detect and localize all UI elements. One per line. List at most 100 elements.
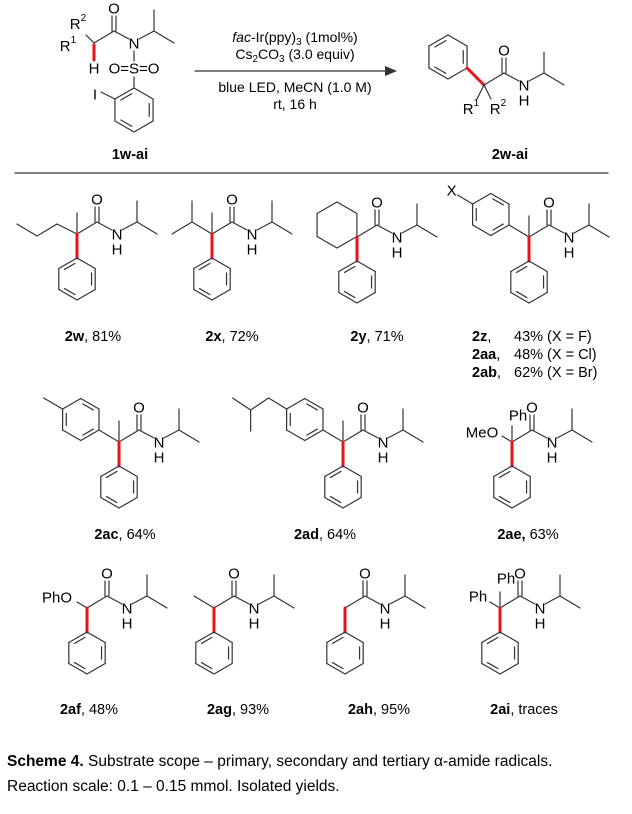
isopropyl-methyl (273, 595, 295, 609)
ring-bond (481, 631, 501, 644)
compound-id: 2aa (472, 347, 497, 363)
subscript: 2 (252, 54, 258, 65)
oxygen-label: O (543, 195, 555, 212)
ring-bond (338, 291, 358, 304)
compound-id: 2w (65, 329, 85, 345)
compound-label: 2ai, traces (490, 702, 558, 718)
isopropyl-methyl (559, 595, 581, 609)
ring-bond (286, 397, 306, 410)
ring-bond (342, 496, 362, 509)
bond-alpha-carbonyl (356, 224, 378, 238)
compound-label: 2w, 81% (65, 329, 122, 345)
ring-double-bond (486, 636, 499, 645)
ring-bond (211, 288, 231, 301)
bond-carbonyl-n (231, 221, 248, 231)
isopropyl-methyl (271, 221, 293, 235)
bond-n-ch (121, 221, 138, 231)
ring-bond (510, 291, 530, 304)
bond-carbonyl-n (376, 224, 393, 234)
iodine-label: I (93, 87, 97, 104)
compound-label: 2ab, (472, 365, 501, 381)
nitrogen-label: N (249, 601, 260, 618)
ring-bond (118, 496, 138, 509)
phenyl-ring (68, 631, 106, 675)
ring-bond (193, 288, 213, 301)
para-methyl (43, 397, 64, 410)
r-letter: R (60, 38, 71, 55)
nitrogen-label: N (378, 435, 389, 452)
ring-bond (114, 87, 135, 100)
ring-bond (472, 192, 492, 205)
oxygen-label: O (226, 192, 238, 209)
hydrogen-label: H (378, 450, 389, 467)
bond-r2 (483, 84, 492, 100)
base-name: CO (258, 46, 279, 62)
phenyl-ring (510, 260, 548, 304)
ring-bond (490, 192, 510, 205)
ring-bond (344, 662, 364, 675)
nitrogen-label: N (392, 230, 403, 247)
isopropyl-methyl (543, 72, 565, 86)
ring-bond (118, 465, 138, 478)
r-index: 2 (81, 13, 87, 24)
compound-yield: , traces (510, 702, 558, 718)
compound-label: 2ae, 63% (497, 527, 558, 543)
bond-carbonyl-n (233, 595, 250, 605)
condition-light-solvent: blue LED, MeCN (1.0 M) (218, 79, 371, 95)
bond-n-ch (131, 595, 148, 605)
bond-n-ch (544, 595, 561, 605)
ring-bond (80, 429, 100, 442)
ring-bond (481, 662, 501, 675)
x-substituent-label: X (447, 183, 457, 200)
oxygen-label: O (101, 566, 113, 583)
phenyl-ring (493, 465, 531, 509)
isopropyl-methyl (153, 30, 175, 44)
ring-double-bond (498, 495, 511, 504)
bond-carbonyl-n (113, 30, 130, 40)
compound-id: 2ag (207, 702, 232, 718)
ring-bond (58, 288, 78, 301)
isopropyl-methyl (404, 595, 426, 609)
compound-yield: , 64% (119, 527, 156, 543)
ring-bond (133, 120, 154, 133)
bond-alpha-carbonyl (86, 595, 108, 609)
catalyst-amount: (1mol%) (302, 29, 358, 45)
ring-double-bond (434, 66, 447, 74)
reaction-arrow-head (385, 66, 397, 76)
isobutyl-ch2 (268, 397, 288, 410)
caption-line-1: Scheme 4. Substrate scope – primary, sec… (7, 753, 552, 771)
compound-id: 2ah (348, 702, 373, 718)
ring-double-bond (306, 403, 318, 411)
aryl-ring (62, 397, 100, 442)
oxygen-label: O (228, 566, 240, 583)
nitrogen-label: N (112, 227, 123, 244)
methoxy-label: MeO (466, 425, 499, 442)
ring-bond (86, 662, 106, 675)
ring-double-bond (105, 495, 118, 504)
compound-yield: 48% (X = Cl) (514, 347, 597, 363)
ring-double-bond (331, 661, 344, 670)
bond-alpha-o (501, 435, 513, 443)
ring-bond (338, 260, 358, 273)
hydrogen-label: H (112, 242, 123, 259)
ring-bond (304, 397, 324, 410)
hydrogen-label: H (535, 616, 546, 633)
ring-bond (447, 34, 468, 47)
phenyl-ring (193, 257, 231, 301)
compound-label: 2x, 72% (205, 329, 258, 345)
bond-alpha-carbonyl (511, 429, 533, 443)
compound-id: 2x (205, 329, 221, 345)
phenyl-ring (324, 465, 362, 509)
ring-bond (342, 465, 362, 478)
ring-bond (428, 34, 449, 47)
bond-carbonyl-n (364, 595, 381, 605)
compound-id: 2ad (294, 527, 319, 543)
bond (171, 221, 193, 235)
condition-temp-time: rt, 16 h (273, 96, 317, 112)
nitrogen-label: N (154, 435, 165, 452)
ring-bond (428, 67, 449, 80)
nitrogen-label: N (564, 230, 575, 247)
catalyst-name: -Ir(ppy) (251, 29, 296, 45)
ring-bond (510, 260, 530, 273)
